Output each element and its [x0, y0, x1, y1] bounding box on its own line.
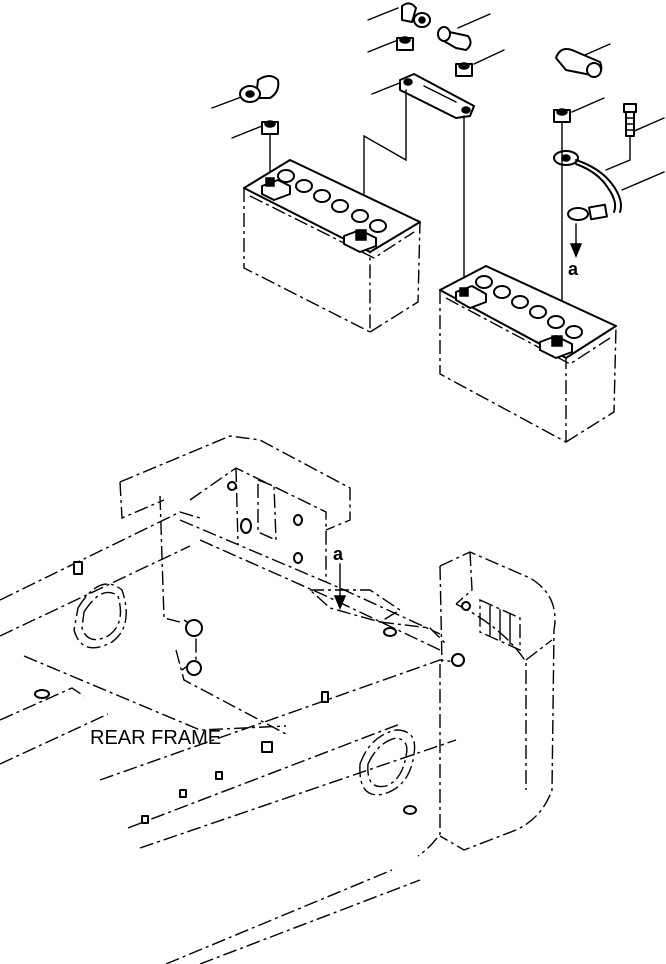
battery-lower-caps [475, 275, 583, 339]
connecting-plate [399, 73, 475, 119]
terminal-cap-upper-right [437, 26, 472, 51]
nut-upper-right [455, 62, 473, 77]
ground-cable [553, 150, 622, 221]
plate-drop-lines [363, 89, 465, 291]
battery-lower-terminal-right [539, 335, 573, 359]
battery-lower [439, 265, 617, 444]
nut-upper-left [396, 36, 414, 51]
terminal-cap-upper-left [401, 2, 431, 28]
view-arrow-lower [333, 563, 347, 610]
battery-upper-terminal-left [261, 177, 291, 201]
rear-frame [0, 435, 556, 964]
terminal-cap-right [555, 48, 603, 78]
battery-upper-terminal-right [343, 229, 377, 253]
view-arrow-upper [569, 223, 583, 258]
nut-right [553, 108, 571, 123]
leader-lines [211, 7, 665, 191]
view-label-upper: a [568, 259, 579, 279]
rear-frame-label: REAR FRAME [90, 727, 221, 749]
nut-left [261, 120, 279, 135]
view-label-lower: a [333, 544, 344, 564]
battery-lower-terminal-left [455, 285, 487, 309]
battery-upper [243, 159, 421, 334]
battery-upper-caps [277, 169, 387, 233]
terminal-cap-left [239, 75, 280, 103]
ground-bolt [605, 103, 637, 171]
